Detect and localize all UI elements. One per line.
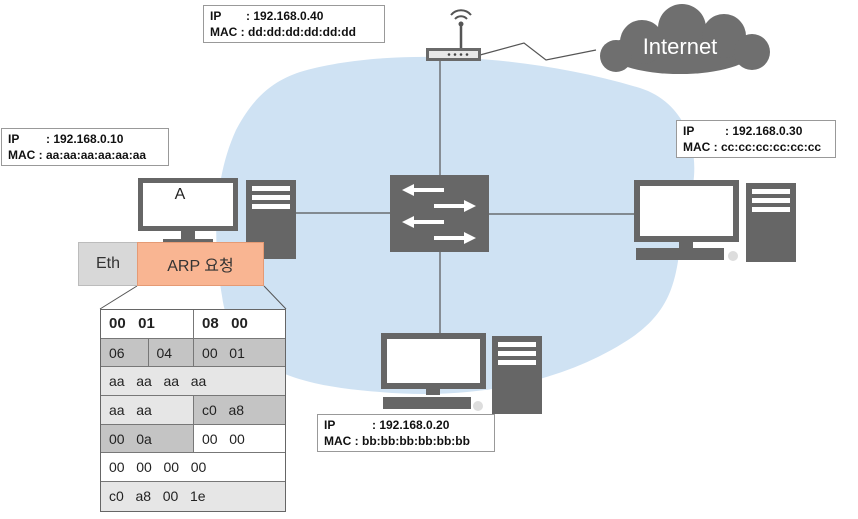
arp-label: ARP 요청 xyxy=(167,258,234,275)
host-b-info-box: IP : 192.168.0.20 MAC : bb:bb:bb:bb:bb:bb xyxy=(317,414,495,452)
eth-header-block: Eth xyxy=(78,242,138,286)
packet-proto-type: 08 00 xyxy=(193,310,285,338)
host-a-name: A xyxy=(174,186,186,203)
router-info-box: IP : 192.168.0.40 MAC : dd:dd:dd:dd:dd:dd xyxy=(203,5,385,43)
packet-row-4: aa aa c0 a8 xyxy=(101,396,285,425)
host-a-mac-label: MAC xyxy=(8,148,36,162)
arp-request-block: ARP 요청 xyxy=(137,242,264,286)
packet-target-ip: c0 a8 00 1e xyxy=(109,488,206,505)
host-c-mac-row: MAC : cc:cc:cc:cc:cc:cc xyxy=(683,139,829,155)
router-ip-row: IP : 192.168.0.40 xyxy=(210,8,378,24)
arp-packet-table: 00 01 08 00 06 04 00 01 aa aa aa aa aa a… xyxy=(100,309,286,512)
host-a-ip-value: : 192.168.0.10 xyxy=(46,132,124,146)
zoom-lines xyxy=(99,285,287,310)
packet-target-mac-2: 00 00 00 00 xyxy=(109,459,207,476)
host-a-info-box: IP : 192.168.0.10 MAC : aa:aa:aa:aa:aa:aa xyxy=(1,128,169,166)
host-c-ip-value: : 192.168.0.30 xyxy=(725,124,803,138)
packet-row-1: 00 01 08 00 xyxy=(101,310,285,339)
packet-row-5: 00 0a 00 00 xyxy=(101,424,285,454)
packet-sender-mac-1: aa aa aa aa xyxy=(109,373,207,390)
computer-b-icon xyxy=(381,333,542,414)
computer-c-icon xyxy=(634,180,796,262)
router-ip-label: IP xyxy=(210,9,222,23)
router-mac-row: MAC : dd:dd:dd:dd:dd:dd xyxy=(210,24,378,40)
host-a-mac-value: : aa:aa:aa:aa:aa:aa xyxy=(38,148,147,162)
packet-opcode: 00 01 xyxy=(193,338,285,367)
packet-sender-ip-1: c0 a8 xyxy=(193,396,285,424)
host-b-mac-label: MAC xyxy=(324,434,352,448)
packet-target-mac-1: 00 00 xyxy=(193,424,285,453)
host-c-ip-label: IP xyxy=(683,124,695,138)
host-c-ip-row: IP : 192.168.0.30 xyxy=(683,123,829,139)
host-a-ip-label: IP xyxy=(8,132,20,146)
router-icon xyxy=(426,9,481,61)
wan-link xyxy=(479,42,597,61)
packet-sender-mac-2: aa aa xyxy=(101,396,193,424)
computer-a-icon xyxy=(138,178,296,259)
network-links xyxy=(296,60,634,333)
eth-label: Eth xyxy=(95,255,120,272)
packet-row-3: aa aa aa aa xyxy=(101,367,285,397)
packet-proto-len: 04 xyxy=(147,338,194,367)
packet-row-2: 06 04 00 01 xyxy=(101,338,285,368)
packet-hw-len: 06 xyxy=(109,344,125,361)
router-mac-label: MAC xyxy=(210,25,238,39)
host-c-mac-label: MAC xyxy=(683,140,711,154)
packet-hw-type: 00 01 xyxy=(109,315,155,333)
router-mac-value: : dd:dd:dd:dd:dd:dd xyxy=(240,25,356,39)
host-b-ip-label: IP xyxy=(324,418,336,432)
host-a-mac-row: MAC : aa:aa:aa:aa:aa:aa xyxy=(8,147,162,163)
host-c-mac-value: : cc:cc:cc:cc:cc:cc xyxy=(713,140,822,154)
switch-icon xyxy=(390,175,489,252)
host-b-mac-row: MAC : bb:bb:bb:bb:bb:bb xyxy=(324,433,488,449)
host-b-ip-value: : 192.168.0.20 xyxy=(372,418,450,432)
packet-row-7: c0 a8 00 1e xyxy=(101,482,285,511)
host-a-ip-row: IP : 192.168.0.10 xyxy=(8,131,162,147)
host-b-ip-row: IP : 192.168.0.20 xyxy=(324,417,488,433)
internet-cloud xyxy=(600,4,770,74)
packet-sender-ip-2: 00 0a xyxy=(101,424,193,453)
packet-row-6: 00 00 00 00 xyxy=(101,453,285,483)
router-ip-value: : 192.168.0.40 xyxy=(246,9,324,23)
host-b-mac-value: : bb:bb:bb:bb:bb:bb xyxy=(354,434,470,448)
host-c-info-box: IP : 192.168.0.30 MAC : cc:cc:cc:cc:cc:cc xyxy=(676,120,836,158)
internet-label: Internet xyxy=(642,34,718,59)
